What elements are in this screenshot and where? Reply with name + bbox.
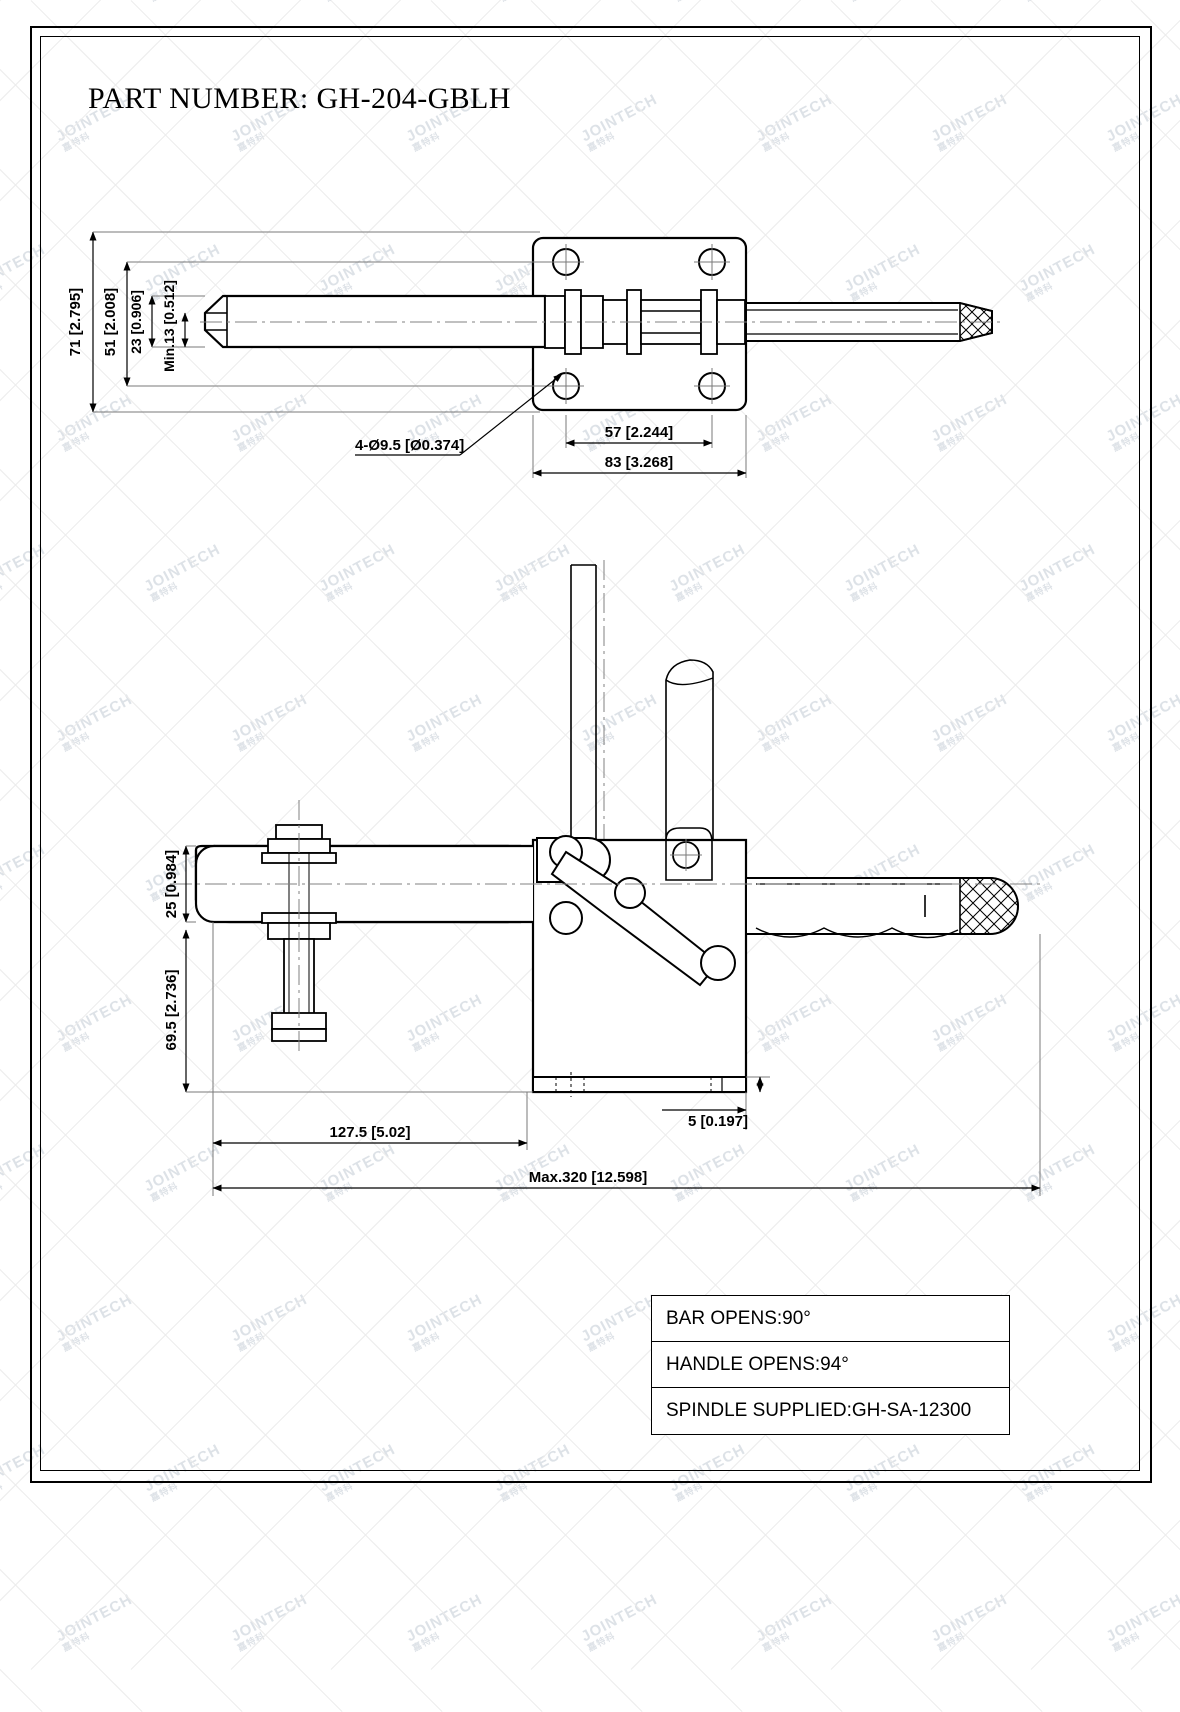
- spec-row-bar-opens: BAR OPENS:90°: [652, 1296, 1009, 1342]
- dim-minimum-clearance: Min.13 [0.512]: [161, 280, 177, 372]
- dim-mounting-hole-spacing: 51 [2.008]: [102, 288, 119, 356]
- top-view-horizontal-dimensions: [532, 415, 747, 478]
- side-view-linkage: [536, 827, 736, 987]
- side-view-horizontal-dimensions: [212, 922, 1041, 1196]
- dim-base-to-bar-length: 127.5 [5.02]: [330, 1124, 411, 1141]
- dim-hole-callout: 4-Ø9.5 [Ø0.374]: [355, 437, 464, 454]
- dim-max-overall-length: Max.320 [12.598]: [529, 1169, 647, 1186]
- side-view-phantom-bar: [570, 560, 605, 880]
- side-view-spindle: [261, 800, 337, 1055]
- dim-base-plate-width: 83 [3.268]: [605, 454, 673, 471]
- dim-plate-thickness: 5 [0.197]: [688, 1113, 748, 1130]
- page-border-outer: [30, 26, 1152, 1483]
- page-title: PART NUMBER: GH-204-GBLH: [88, 82, 511, 115]
- technical-drawing: 71 [2.795] 51 [2.008] 23 [0.906] Min.13 …: [67, 231, 1041, 1196]
- hole-callout-leader: [355, 373, 563, 456]
- dim-bar-height: 23 [0.906]: [128, 290, 144, 354]
- top-view-vertical-dimensions: [89, 231, 548, 413]
- spec-row-handle-opens: HANDLE OPENS:94°: [652, 1342, 1009, 1388]
- spec-row-spindle-supplied: SPINDLE SUPPLIED:GH-SA-12300: [666, 1400, 972, 1421]
- dim-base-to-spindle: 69.5 [2.736]: [163, 970, 180, 1051]
- side-view-handle: [745, 877, 1020, 939]
- top-view-linkage: [544, 289, 746, 355]
- dim-hole-center-width: 57 [2.244]: [605, 424, 673, 441]
- dim-overall-height: 71 [2.795]: [67, 288, 84, 356]
- dim-spindle-height-above: 25 [0.984]: [163, 850, 180, 918]
- specification-table: BAR OPENS:90° HANDLE OPENS:94° SPINDLE S…: [651, 1295, 1010, 1435]
- side-view-phantom-handle: [665, 659, 714, 866]
- top-view: 71 [2.795] 51 [2.008] 23 [0.906] Min.13 …: [67, 231, 1000, 478]
- side-view: 25 [0.984] 69.5 [2.736] 127.5 [5.02] 5 […: [163, 560, 1041, 1196]
- page-border-inner: [40, 36, 1140, 1471]
- side-view-body: [531, 838, 748, 1097]
- side-view-vertical-dimensions: [182, 845, 533, 1093]
